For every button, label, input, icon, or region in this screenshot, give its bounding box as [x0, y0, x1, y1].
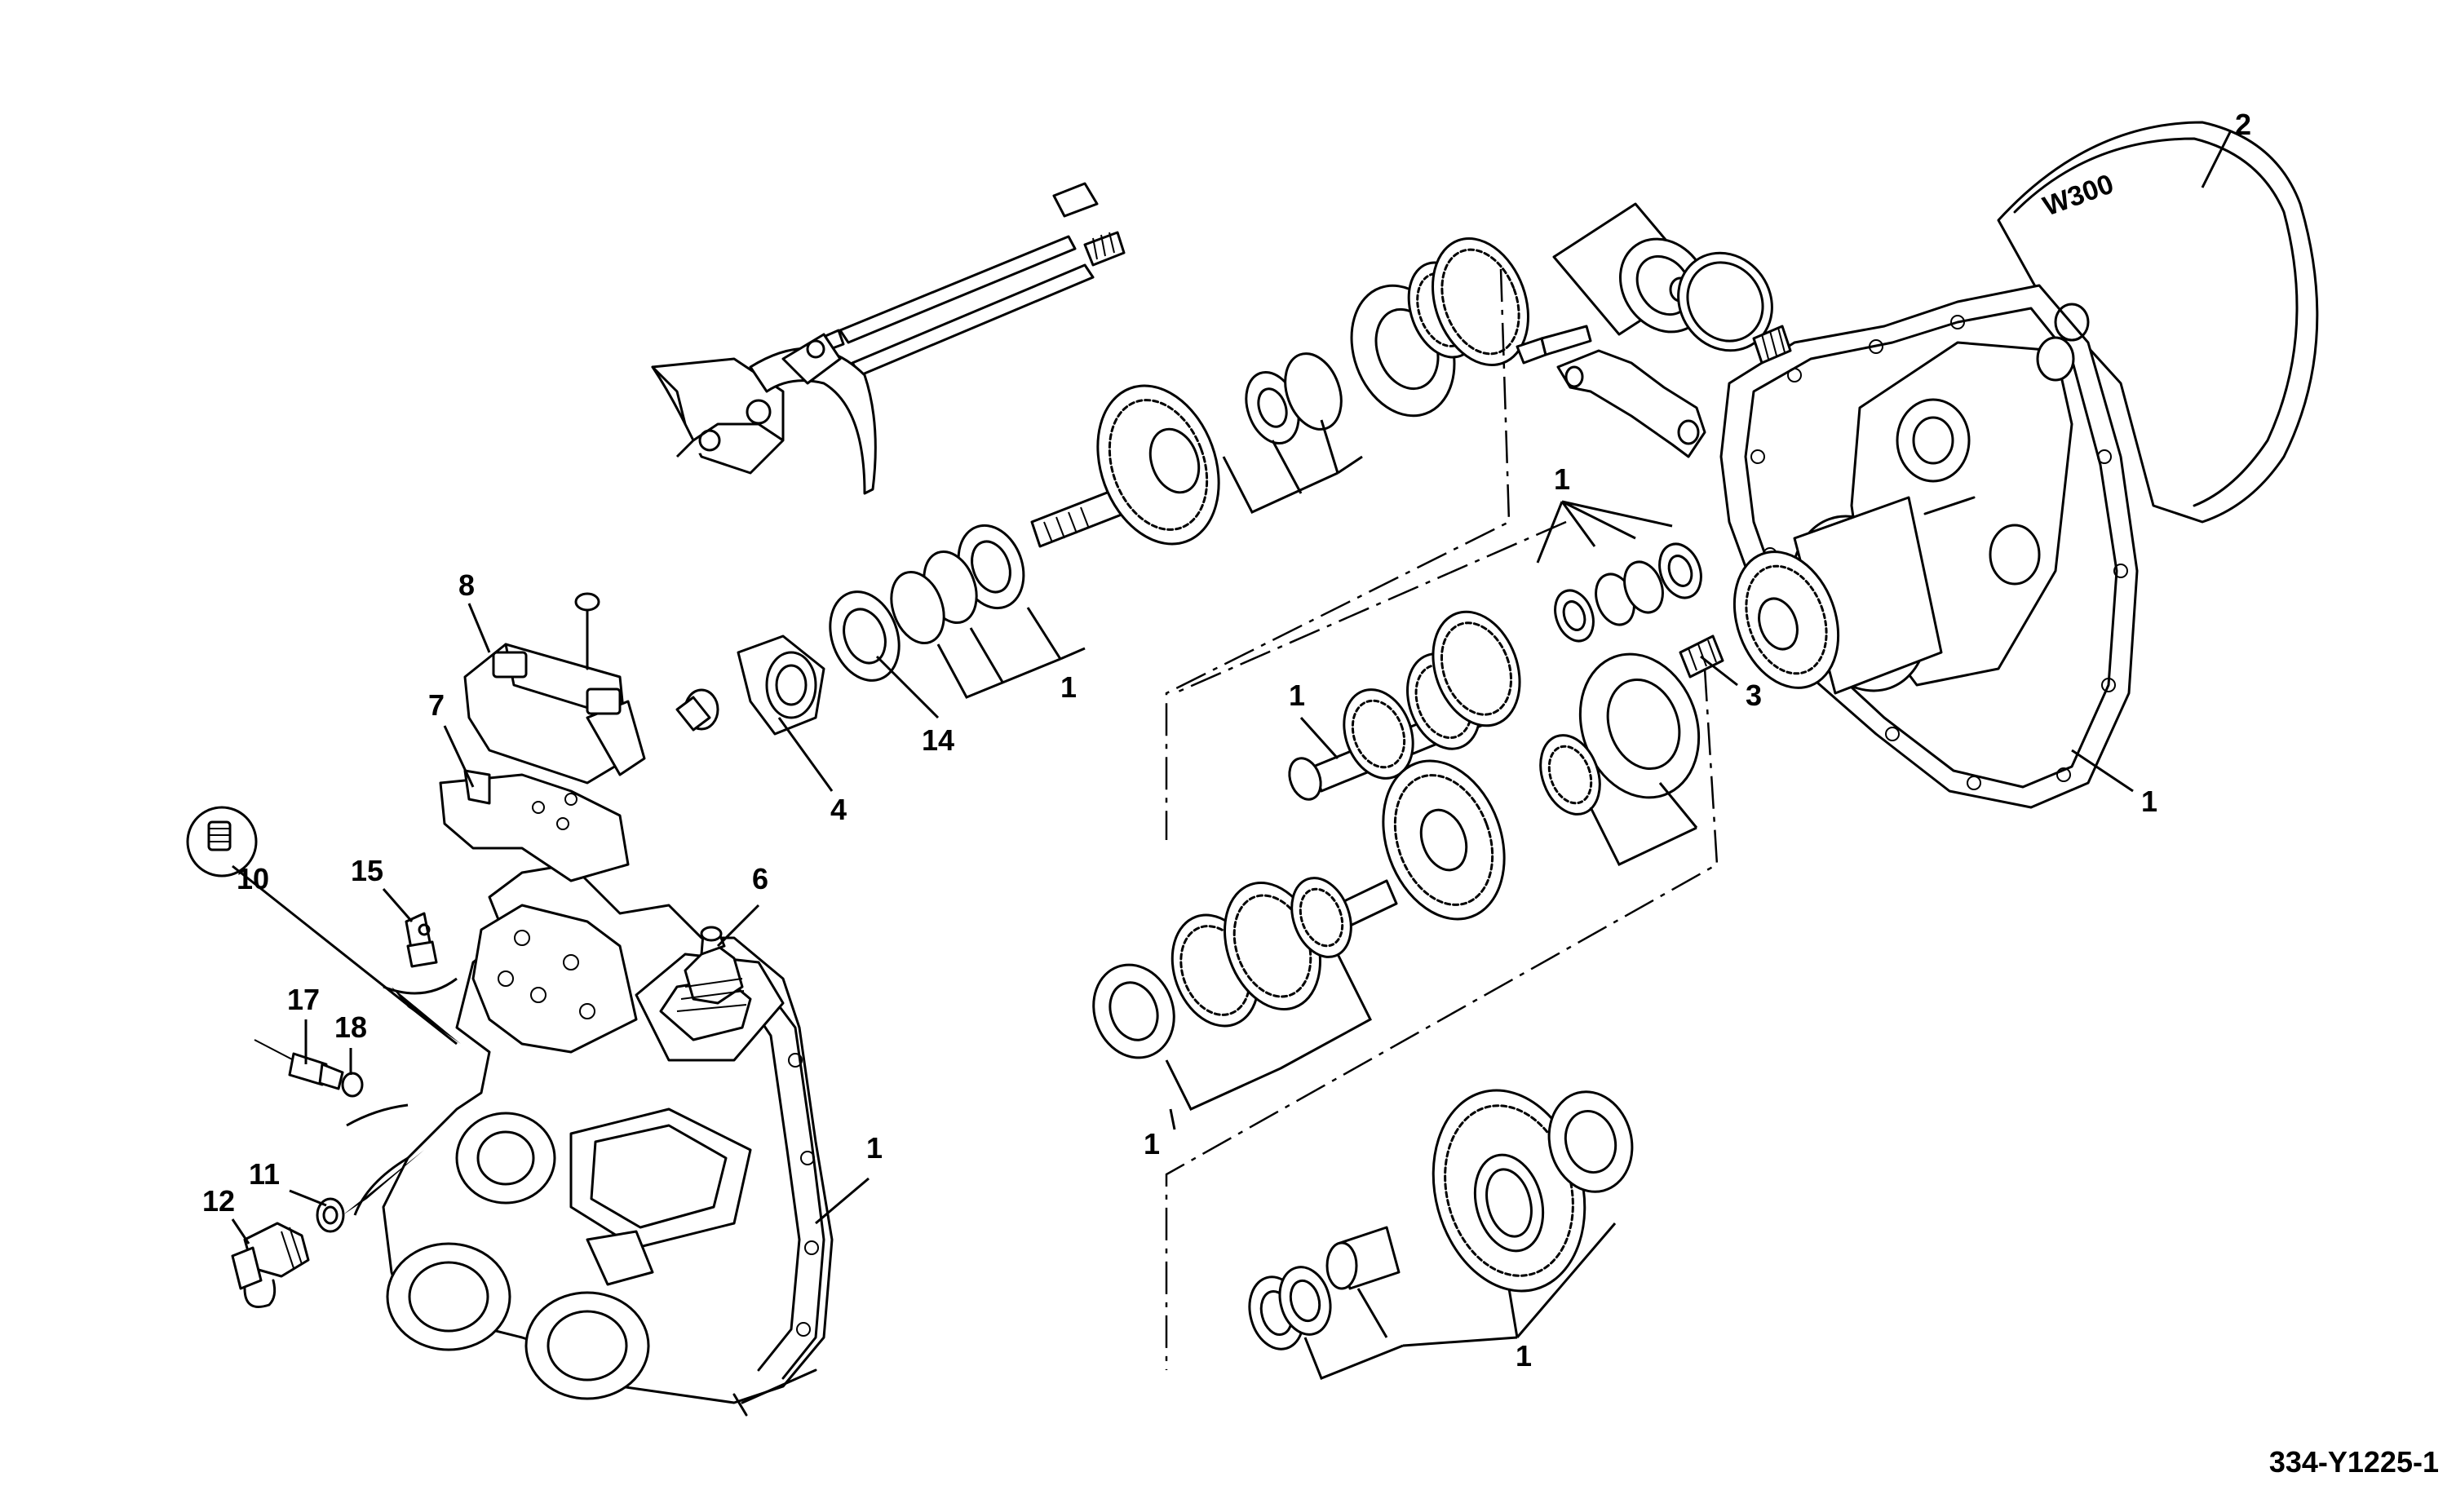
- callout-1-lower-counter: 1: [1144, 1127, 1160, 1161]
- hand-pump: [635, 926, 785, 1062]
- valve-plate: [439, 769, 638, 1054]
- callout-10: 10: [237, 862, 269, 895]
- counter-shaft-assembly: [1092, 542, 1724, 1059]
- callout-1-bell-housing: 1: [2141, 785, 2157, 818]
- callout-1-counter-shaft: 1: [1289, 679, 1305, 712]
- callout-18: 18: [334, 1010, 367, 1044]
- callout-11: 11: [249, 1157, 280, 1191]
- callout-17: 17: [287, 983, 320, 1016]
- callout-12: 12: [202, 1184, 235, 1218]
- callout-1-input-shaft: 1: [1060, 670, 1077, 704]
- group-boundary-middle: [1174, 520, 1567, 695]
- callout-14: 14: [922, 723, 954, 757]
- leader-lines: [231, 130, 2233, 1380]
- callout-2: 2: [2235, 108, 2251, 141]
- drawing-reference-code: 334-Y1225-1: [2269, 1445, 2439, 1479]
- bell-housing: [1719, 121, 2319, 809]
- callout-8: 8: [458, 568, 475, 602]
- group-boundary-input: [1165, 268, 1511, 840]
- group-boundary-lower: [1165, 668, 1719, 1370]
- solenoid-valve: [463, 592, 646, 785]
- callout-7: 7: [428, 688, 445, 722]
- input-shaft-assembly: [675, 237, 1529, 736]
- callout-1-reverse-idler: 1: [1516, 1339, 1532, 1373]
- reverse-idler-assembly: [1248, 1089, 1634, 1351]
- callout-3: 3: [1746, 679, 1762, 712]
- detail-circle-10: [186, 806, 461, 1046]
- callout-6: 6: [752, 862, 768, 895]
- shift-fork-assembly: [651, 182, 1126, 495]
- oil-filter-assembly: [1516, 202, 1792, 458]
- callout-1-top-rings: 1: [1554, 462, 1570, 496]
- callout-4: 4: [830, 793, 847, 826]
- callout-1-gearbox-housing: 1: [866, 1131, 883, 1165]
- pressure-switch: [383, 912, 458, 995]
- drain-plug: [231, 1150, 424, 1308]
- callout-15: 15: [351, 854, 383, 887]
- temperature-sensor: [254, 1039, 409, 1127]
